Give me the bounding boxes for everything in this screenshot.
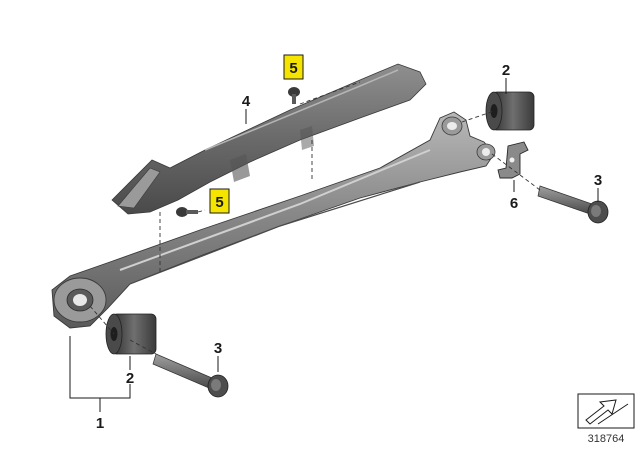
- callout-5-lower: 5: [215, 194, 223, 211]
- callout-2-lower: 2: [126, 370, 134, 387]
- part-4-cover: [111, 63, 427, 215]
- callout-3-lower: 3: [214, 340, 222, 357]
- part-5-screw-lower: [176, 207, 198, 217]
- callout-5-upper-highlight: [283, 54, 304, 80]
- part-3-bolt-lower: [152, 353, 229, 398]
- callout-4: 4: [242, 93, 251, 110]
- callout-2-upper: 2: [502, 62, 510, 79]
- callout-5-upper: 5: [289, 60, 297, 77]
- assembly-lines: [89, 81, 541, 355]
- callout-3-upper: 3: [594, 172, 602, 189]
- direction-arrow-icon: [577, 393, 635, 429]
- leader-lines: [69, 78, 599, 412]
- part-6-bracket: [497, 141, 529, 179]
- callout-1: 1: [96, 415, 104, 432]
- callout-5-lower-highlight: [209, 188, 230, 214]
- part-2-bushing-upper: [485, 91, 535, 131]
- document-number: 318764: [588, 433, 625, 445]
- part-1-swing-arm: [51, 111, 496, 329]
- callout-6: 6: [510, 195, 518, 212]
- part-5-screw-upper: [288, 87, 300, 104]
